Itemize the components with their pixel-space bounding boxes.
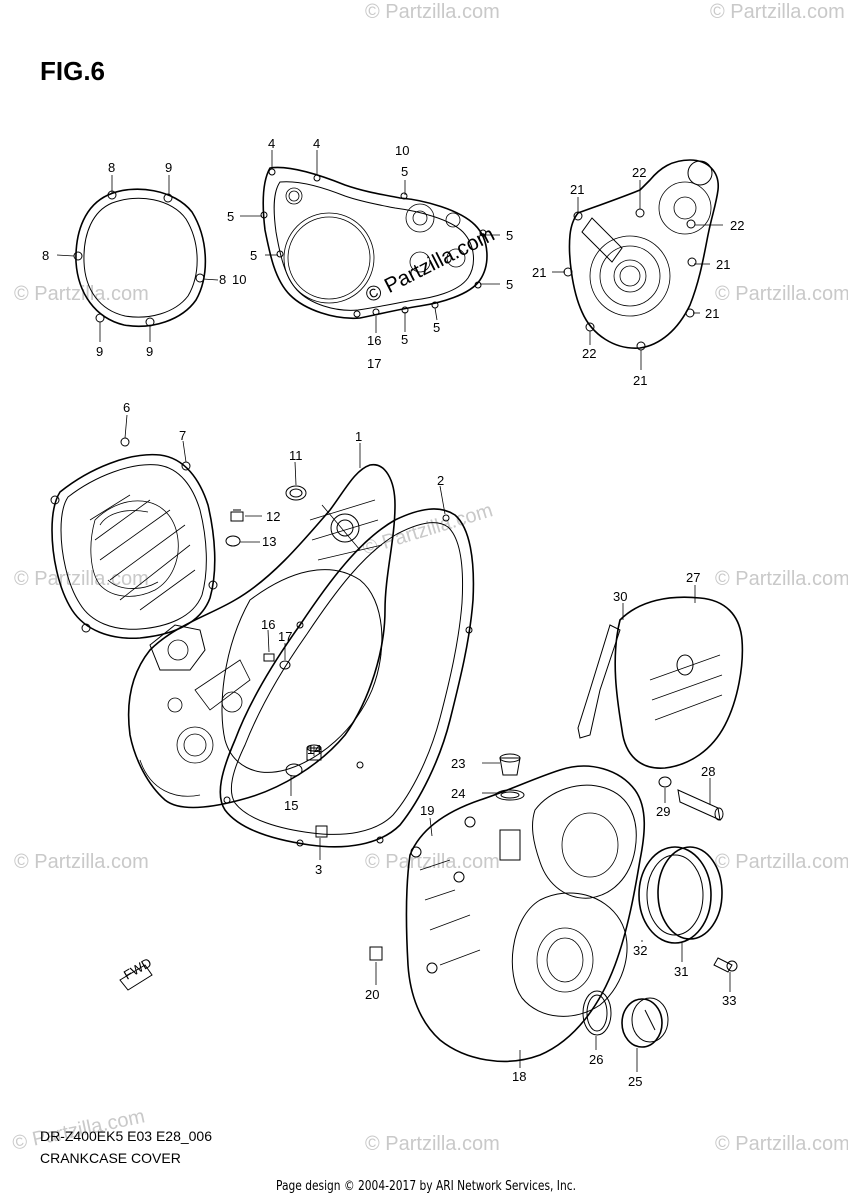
callout-labels: 8 9 8 8 10 9 9 4 4 10 5 5 5 5 5 5 5 16 1… xyxy=(42,136,744,1089)
copyright-notice: Page design © 2004-2017 by ARI Network S… xyxy=(276,1179,576,1194)
watermark-text: © Partzilla.com xyxy=(365,1133,500,1155)
callout-21: 21 xyxy=(633,373,647,388)
watermark-text: © Partzilla.com xyxy=(715,283,848,305)
callout-7: 7 xyxy=(179,428,186,443)
magneto-cover-gasket xyxy=(260,166,488,320)
callout-16: 16 xyxy=(367,333,381,348)
callout-6: 6 xyxy=(123,400,130,415)
callout-23: 23 xyxy=(451,756,465,771)
background-watermarks: © Partzilla.com © Partzilla.com © Partzi… xyxy=(10,1,848,1155)
callout-5: 5 xyxy=(401,164,408,179)
magneto-cover-and-gasket xyxy=(50,437,218,640)
callout-28: 28 xyxy=(701,764,715,779)
callout-10: 10 xyxy=(395,143,409,158)
callout-30: 30 xyxy=(613,589,627,604)
callout-21: 21 xyxy=(705,306,719,321)
watermark-text: © Partzilla.com xyxy=(365,851,500,873)
watermark-text: © Partzilla.com xyxy=(14,283,149,305)
callout-19: 19 xyxy=(420,803,434,818)
callout-4: 4 xyxy=(268,136,275,151)
watermark-text: © Partzilla.com xyxy=(715,568,848,590)
callout-8: 8 xyxy=(108,160,115,175)
callout-16: 16 xyxy=(261,617,275,632)
callout-1: 1 xyxy=(355,429,362,444)
watermark-text: © Partzilla.com xyxy=(365,1,500,23)
callout-31: 31 xyxy=(674,964,688,979)
callout-12: 12 xyxy=(266,509,280,524)
callout-9: 9 xyxy=(96,344,103,359)
callout-32: 32 xyxy=(633,943,647,958)
partzilla-watermark: © Partzilla.com xyxy=(362,223,499,308)
watermark-text: © Partzilla.com xyxy=(710,1,845,23)
callout-10: 10 xyxy=(232,272,246,287)
right-side-small-parts xyxy=(577,596,744,1048)
callout-8: 8 xyxy=(219,272,226,287)
callout-26: 26 xyxy=(589,1052,603,1067)
callout-27: 27 xyxy=(686,570,700,585)
callout-8: 8 xyxy=(42,248,49,263)
model-code: DR-Z400EK5 E03 E28_006 xyxy=(40,1128,212,1144)
callout-21: 21 xyxy=(570,182,584,197)
callout-17: 17 xyxy=(278,629,292,644)
callout-17: 17 xyxy=(367,356,381,371)
callout-21: 21 xyxy=(716,257,730,272)
callout-22: 22 xyxy=(730,218,744,233)
leader-lines xyxy=(56,150,731,1072)
diagram-name: CRANKCASE COVER xyxy=(40,1150,181,1166)
callout-2: 2 xyxy=(437,473,444,488)
callout-18: 18 xyxy=(512,1069,526,1084)
callout-33: 33 xyxy=(722,993,736,1008)
callout-25: 25 xyxy=(628,1074,642,1089)
watermark-text: © Partzilla.com xyxy=(14,851,149,873)
clutch-cover-assembly: FWD xyxy=(119,753,646,1063)
callout-5: 5 xyxy=(250,248,257,263)
figure-title: FIG.6 xyxy=(40,56,106,86)
callout-24: 24 xyxy=(451,786,465,801)
crankcase-cover-main xyxy=(127,464,396,809)
callout-21: 21 xyxy=(532,265,546,280)
crankcase-cover-gasket xyxy=(219,508,475,848)
callout-5: 5 xyxy=(506,277,513,292)
callout-4: 4 xyxy=(313,136,320,151)
fwd-label: FWD xyxy=(121,955,154,983)
callout-29: 29 xyxy=(656,804,670,819)
callout-9: 9 xyxy=(165,160,172,175)
callout-22: 22 xyxy=(582,346,596,361)
callout-13: 13 xyxy=(262,534,276,549)
watermark-text: © Partzilla.com xyxy=(715,851,848,873)
water-pump-cover-gasket xyxy=(563,159,719,351)
callout-22: 22 xyxy=(632,165,646,180)
callout-5: 5 xyxy=(506,228,513,243)
fwd-arrow xyxy=(119,964,153,991)
callout-5: 5 xyxy=(401,332,408,347)
small-parts-middle xyxy=(225,485,328,838)
callout-11: 11 xyxy=(289,448,303,463)
watermark-text: © Partzilla.com xyxy=(14,568,149,590)
callout-3: 3 xyxy=(315,862,322,877)
callout-9: 9 xyxy=(146,344,153,359)
callout-14: 14 xyxy=(307,742,321,757)
callout-5: 5 xyxy=(227,209,234,224)
watermark-text: © Partzilla.com xyxy=(715,1133,848,1155)
callout-20: 20 xyxy=(365,987,379,1002)
clutch-cover-gasket-small xyxy=(73,188,207,328)
callout-5: 5 xyxy=(433,320,440,335)
callout-15: 15 xyxy=(284,798,298,813)
